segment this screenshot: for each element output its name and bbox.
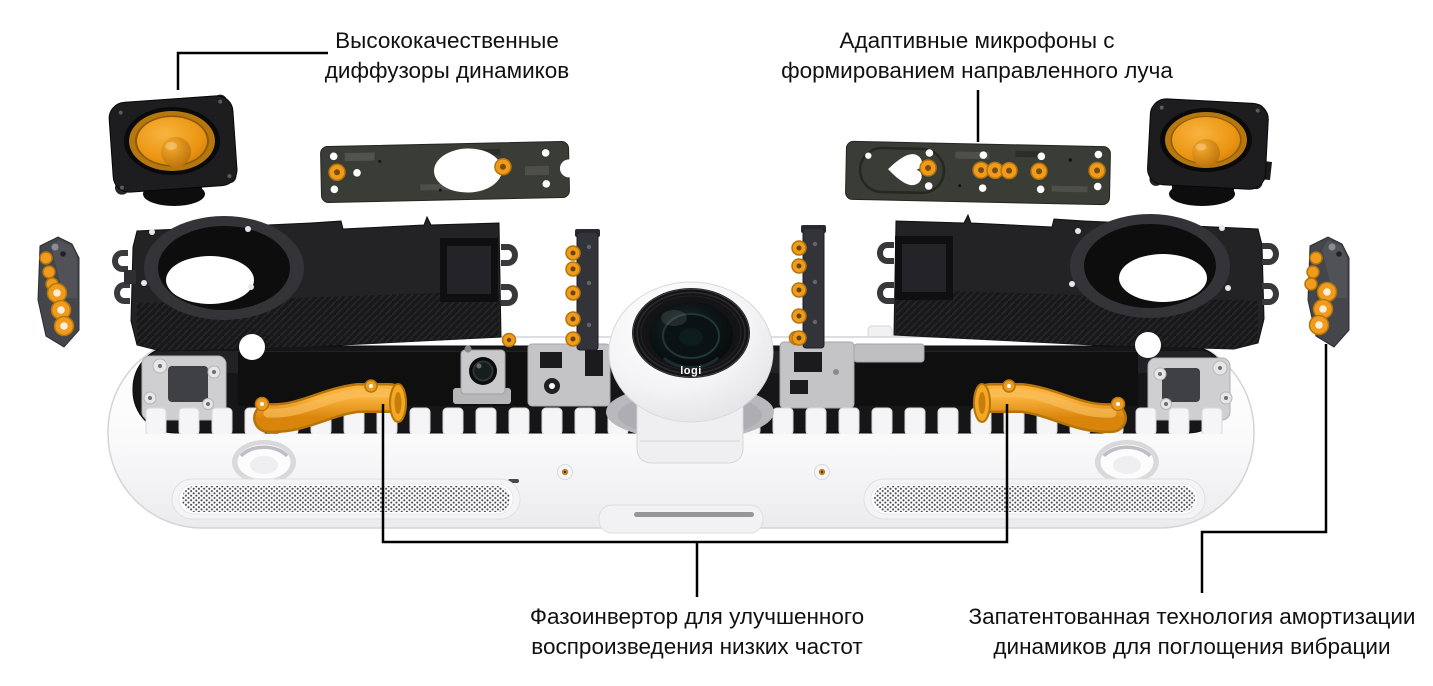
label-line-1: Высококачественные [335,28,559,53]
speaker-cone-left [124,107,220,175]
enclosure-bottom-notch [1135,332,1161,358]
callout-lines [176,51,1328,597]
bottom-connector-recess [598,504,764,534]
speaker-enclosure-left [130,215,518,360]
speaker-driver-right [1147,98,1272,206]
label-line-1: Адаптивные микрофоны с [839,28,1115,53]
callout-label-bass-port: Фазоинвертор для улучшенного воспроизвед… [507,602,887,662]
callout-label-adaptive-mics: Адаптивные микрофоны с формированием нап… [767,26,1187,86]
label-line-1: Запатентованная технология амортизации [968,604,1416,629]
speaker-driver-left [108,94,238,206]
bass-port-opening-left [232,440,296,484]
camera-logo-text: logi [680,365,702,377]
mic-pcb-left [320,141,578,203]
enclosure-recess-left [440,238,498,302]
bass-port-tube-right [973,379,1127,434]
damper-rings [46,282,75,337]
damper-bracket-far-right [1304,236,1350,348]
clip-bracket-left [112,250,136,304]
label-line-2: динамиков для поглощения вибрации [993,634,1391,659]
label-line-2: воспроизведения низких частот [531,634,863,659]
damper-bracket-mid-left [565,229,600,351]
bass-port-opening-right [1095,440,1159,484]
pcb-cutout-oval [433,148,502,193]
damper-grommets [791,240,807,346]
callout-label-speaker-suspension: Запатентованная технология амортизации д… [962,602,1422,662]
enclosure-bottom-notch [239,334,265,360]
front-screw-left [557,464,573,480]
callout-line-bass-port [381,404,1009,597]
internal-bracket-right-end [1147,357,1233,421]
label-line-2: формированием направленного луча [781,58,1173,83]
callout-line-speaker-diffusers [176,51,328,90]
enclosure-recess-right [895,236,953,300]
damper-bracket-far-left [37,236,80,348]
damper-rings [1308,281,1338,336]
callout-line-suspension [1200,344,1328,593]
camera: logi [606,281,774,464]
speaker-grille-left [171,478,521,520]
speaker-cone-right [1160,108,1252,172]
speaker-mount-opening-left [141,216,304,320]
speaker-mount-opening-right [1069,214,1231,318]
damper-bracket-mid-right [791,225,826,349]
camera-lens: logi [632,288,750,378]
speaker-grille-right [863,478,1206,520]
front-screw-right [814,464,830,480]
bass-port-tube-left [253,379,407,434]
internal-bracket-left-end [141,355,227,421]
callout-label-speaker-diffusers: Высококачественные диффузоры динамиков [277,26,617,86]
damper-grommets [565,245,581,347]
speaker-enclosure-right [877,213,1279,358]
mic-pcb-right [845,140,1111,206]
label-line-2: диффузоры динамиков [324,58,570,83]
pcb-heart-cutout [888,154,923,186]
label-line-1: Фазоинвертор для улучшенного [529,604,865,629]
pcb-racetrack-outline [858,146,946,195]
